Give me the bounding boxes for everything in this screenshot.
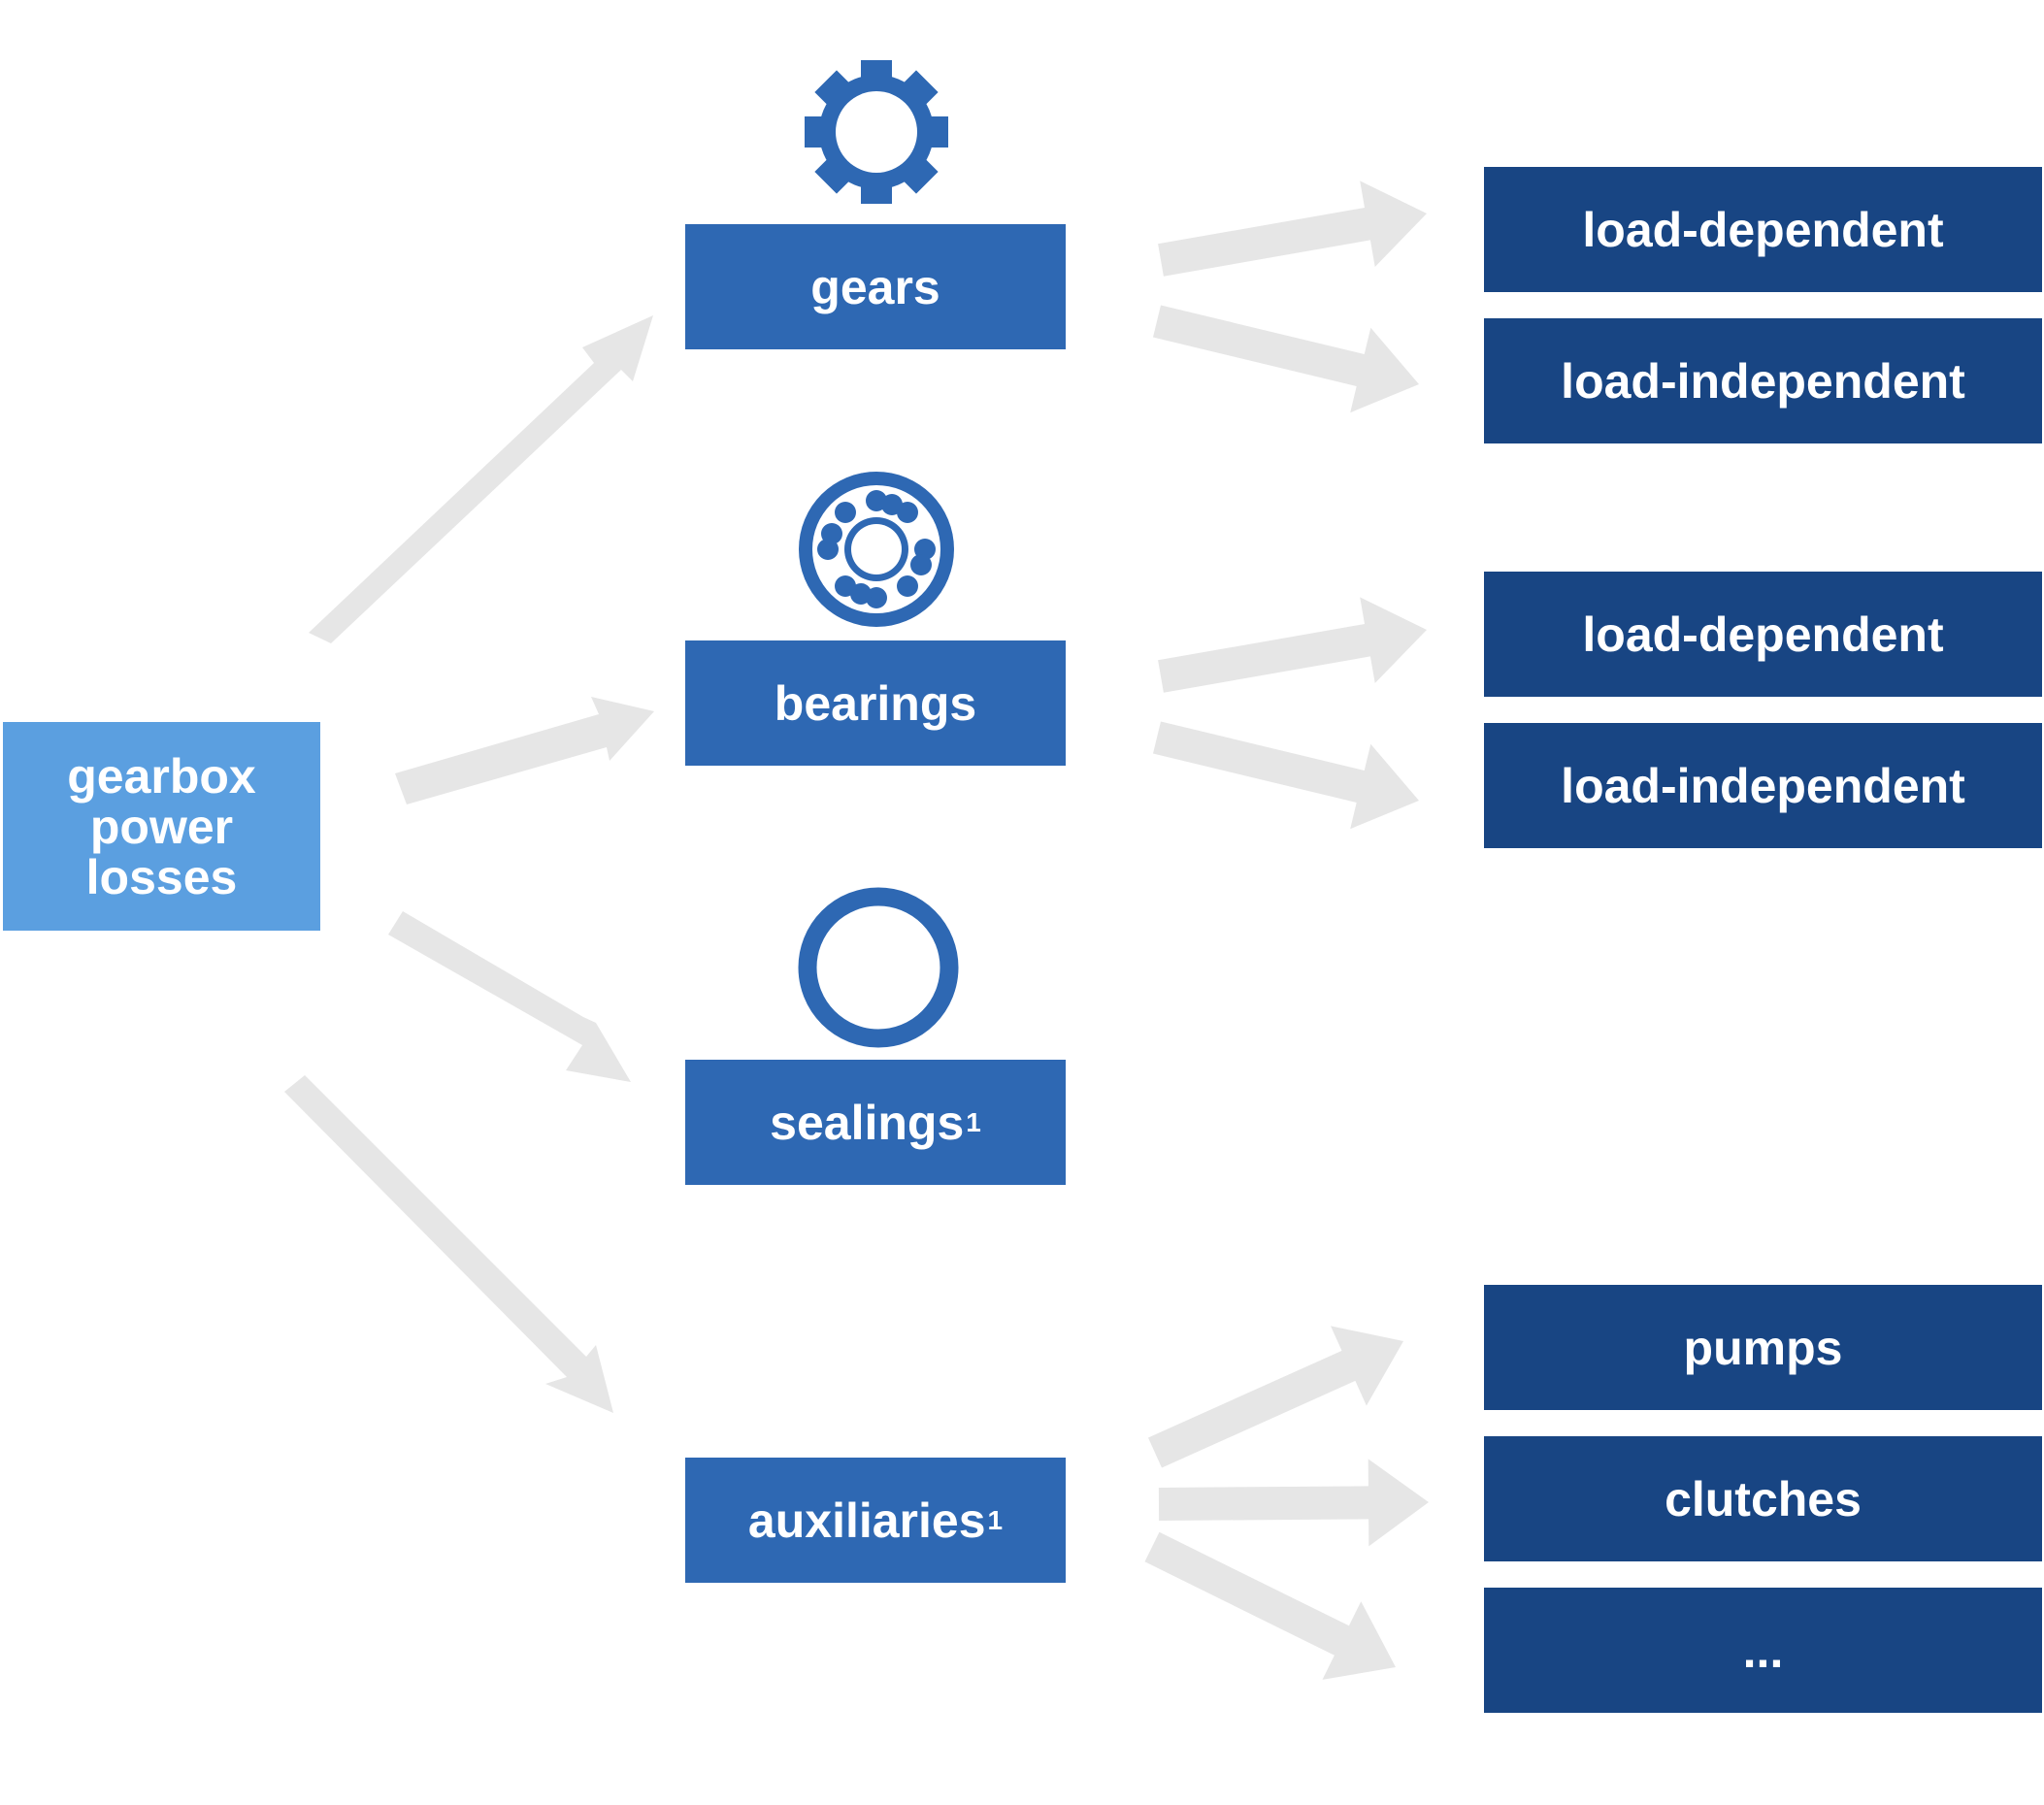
arrow-auxiliaries-to-clutches	[1158, 1459, 1429, 1547]
subcategory-label: load-dependent	[1582, 202, 1944, 257]
bearing-icon	[799, 472, 954, 627]
category-label-auxiliaries: auxiliaries	[747, 1493, 986, 1548]
root-box-gearbox-power-losses: gearbox power losses	[3, 722, 320, 931]
subcategory-label: clutches	[1665, 1471, 1862, 1526]
subcategory-box-auxiliaries-clutches: clutches	[1484, 1436, 2042, 1561]
root-label-line3: losses	[85, 849, 238, 904]
category-label-gears: gears	[810, 259, 940, 314]
category-label-sealings: sealings	[770, 1095, 965, 1150]
arrow-gears-to-load-independent	[1153, 305, 1419, 413]
subcategory-label: ...	[1742, 1623, 1784, 1678]
subcategory-box-gears-load-dependent: load-dependent	[1484, 167, 2042, 292]
arrow-bearings-to-load-independent	[1153, 721, 1419, 830]
subcategory-label: pumps	[1683, 1320, 1843, 1375]
gear-icon	[805, 60, 948, 204]
subcategory-label: load-independent	[1561, 353, 1965, 409]
subcategory-box-auxiliaries-more: ...	[1484, 1588, 2042, 1713]
subcategory-label: load-dependent	[1582, 607, 1944, 662]
subcategory-box-auxiliaries-pumps: pumps	[1484, 1285, 2042, 1410]
arrow-root-to-bearings	[395, 697, 654, 804]
subcategory-box-gears-load-independent: load-independent	[1484, 318, 2042, 443]
arrow-gears-to-load-dependent	[1158, 180, 1427, 277]
root-label-line1: gearbox	[67, 748, 256, 804]
arrow-root-to-auxiliaries	[284, 1075, 613, 1413]
seal-ring-icon	[798, 887, 959, 1048]
arrow-auxiliaries-to-pumps	[1148, 1326, 1403, 1468]
subcategory-label: load-independent	[1561, 758, 1965, 813]
category-box-bearings: bearings	[685, 640, 1066, 766]
root-label-line2: power	[89, 799, 234, 854]
arrow-auxiliaries-to-more	[1144, 1531, 1396, 1680]
category-box-gears: gears	[685, 224, 1066, 349]
category-label-bearings: bearings	[774, 675, 977, 731]
subcategory-box-bearings-load-independent: load-independent	[1484, 723, 2042, 848]
subcategory-box-bearings-load-dependent: load-dependent	[1484, 572, 2042, 697]
arrow-root-to-gears	[309, 315, 653, 643]
arrow-bearings-to-load-dependent	[1158, 597, 1427, 693]
arrow-root-to-sealings	[388, 911, 631, 1082]
